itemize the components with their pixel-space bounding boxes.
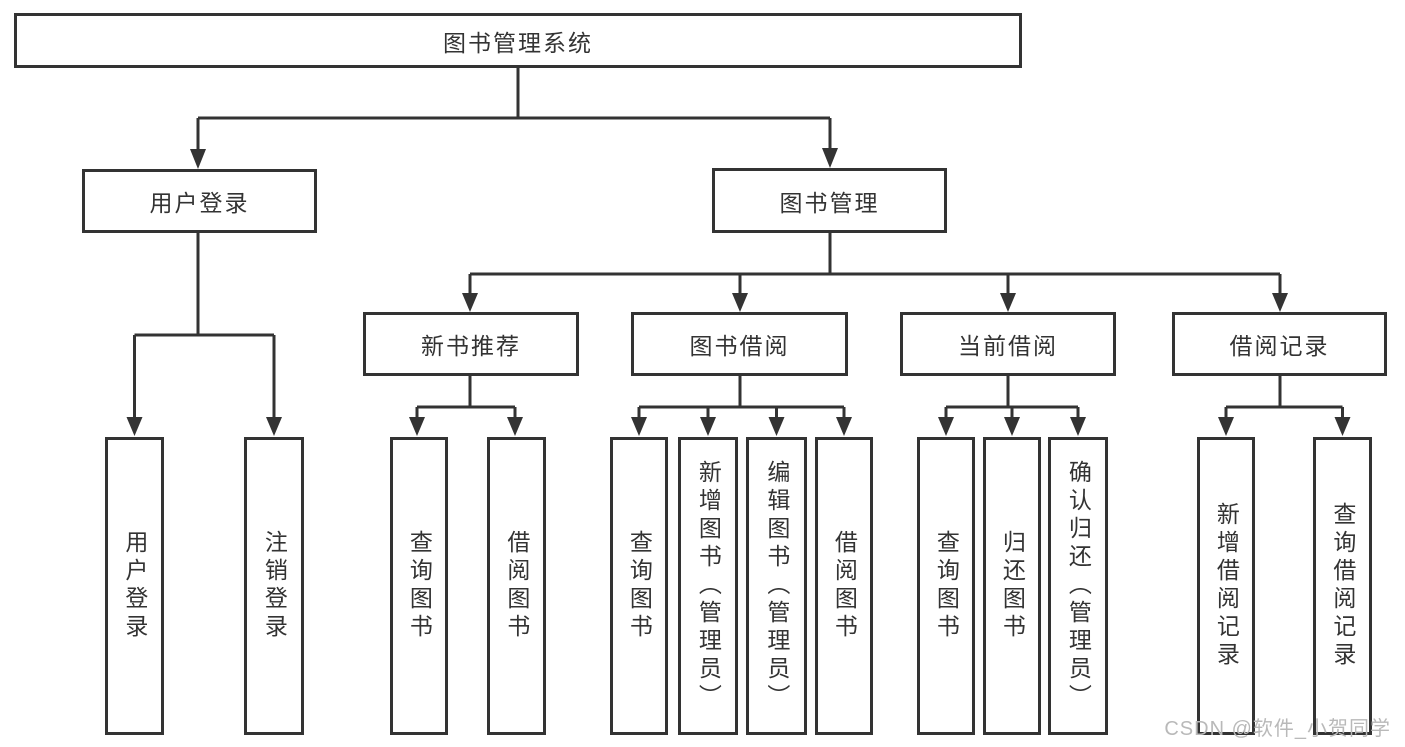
- node-book-borrowing: 图书借阅: [631, 312, 848, 376]
- leaf-borrow-books-recommend: 借阅图书: [487, 437, 546, 735]
- watermark: CSDN @软件_小贺同学: [1164, 718, 1391, 740]
- node-current-borrowing: 当前借阅: [900, 312, 1116, 376]
- node-user-login: 用户登录: [82, 169, 317, 233]
- leaf-edit-book-admin: 编辑图书（管理员）: [746, 437, 807, 735]
- leaf-logout: 注销登录: [244, 437, 304, 735]
- leaf-borrow-books: 借阅图书: [815, 437, 873, 735]
- leaf-confirm-return-admin: 确认归还（管理员）: [1048, 437, 1108, 735]
- leaf-user-login: 用户登录: [105, 437, 164, 735]
- leaf-query-books-recommend: 查询图书: [390, 437, 448, 735]
- leaf-add-borrow-record: 新增借阅记录: [1197, 437, 1255, 735]
- leaf-return-books: 归还图书: [983, 437, 1041, 735]
- node-book-management: 图书管理: [712, 168, 947, 233]
- node-new-book-recommend: 新书推荐: [363, 312, 579, 376]
- node-root-system: 图书管理系统: [14, 13, 1022, 68]
- leaf-add-book-admin: 新增图书（管理员）: [678, 437, 738, 735]
- leaf-query-books-borrowing: 查询图书: [610, 437, 668, 735]
- leaf-query-borrow-record: 查询借阅记录: [1313, 437, 1372, 735]
- leaf-query-books-current: 查询图书: [917, 437, 975, 735]
- node-borrowing-records: 借阅记录: [1172, 312, 1387, 376]
